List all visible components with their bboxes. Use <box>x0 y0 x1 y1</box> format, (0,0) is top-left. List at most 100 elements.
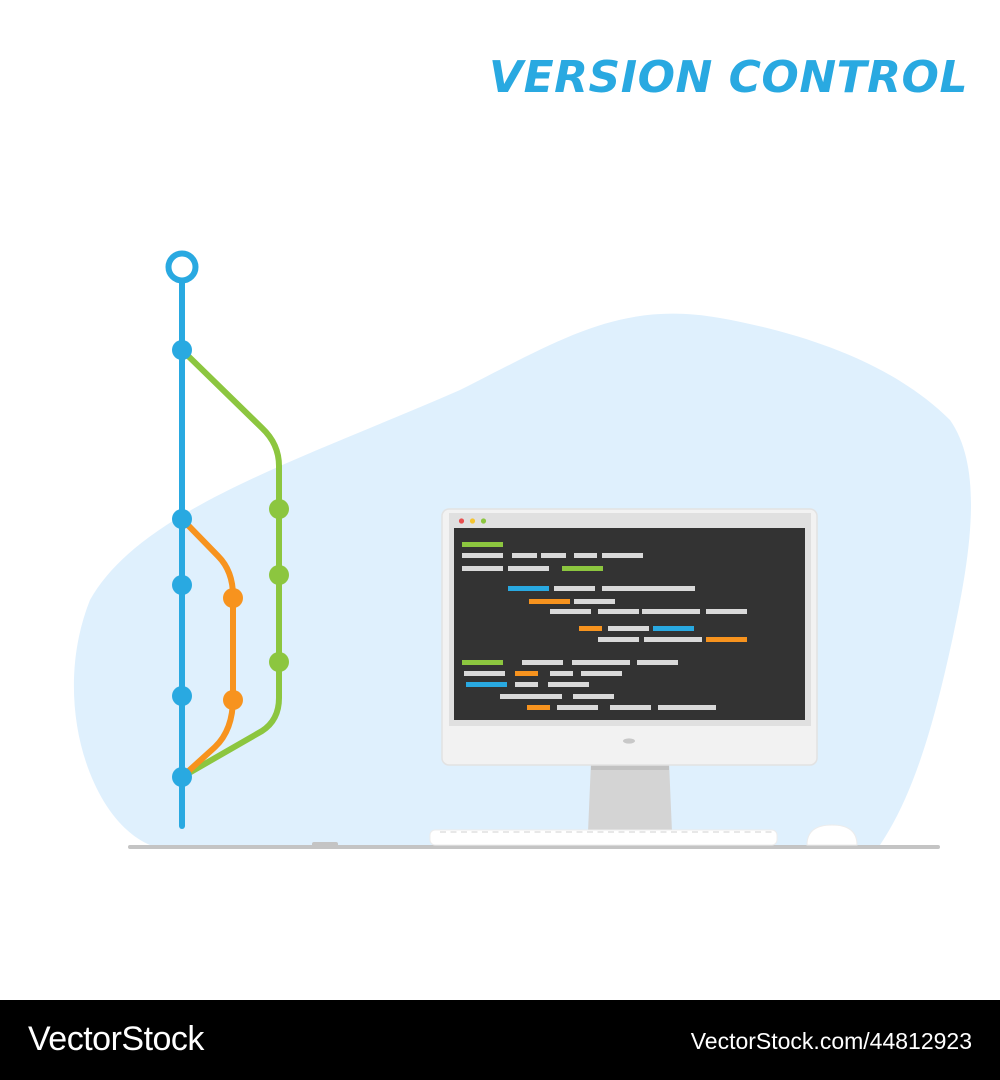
code-line <box>706 609 747 614</box>
branch-diagram <box>165 250 289 829</box>
keyboard-key <box>650 831 656 833</box>
code-line <box>554 586 595 591</box>
code-line <box>462 566 503 571</box>
keyboard-key <box>440 831 446 833</box>
code-line <box>706 637 747 642</box>
code-line <box>557 705 598 710</box>
keyboard-key <box>482 831 488 833</box>
code-line <box>602 553 643 558</box>
mouse <box>806 824 858 846</box>
keyboard-key <box>734 831 740 833</box>
code-line <box>550 671 573 676</box>
merge-commit-node <box>172 767 192 787</box>
code-line <box>529 599 570 604</box>
code-line <box>653 626 694 631</box>
keyboard-key <box>555 831 562 833</box>
keyboard-keys <box>440 831 772 833</box>
keyboard-key <box>681 831 688 833</box>
illustration-svg <box>73 250 971 849</box>
keyboard-key <box>566 831 572 833</box>
code-line <box>610 705 651 710</box>
footer-bar: VectorStock VectorStock.com/44812923 <box>0 1000 1000 1080</box>
code-line <box>522 660 563 665</box>
window-minimize-dot <box>469 518 476 524</box>
orange-branch-line <box>179 516 236 780</box>
main-commit-node <box>172 575 192 595</box>
code-line <box>512 553 537 558</box>
green-commit-node <box>269 565 289 585</box>
keyboard-key <box>576 831 583 833</box>
computer <box>429 508 858 846</box>
code-line <box>500 694 562 699</box>
code-line <box>527 705 550 710</box>
main-commit-node <box>172 340 192 360</box>
keyboard-key <box>671 831 677 833</box>
footer-brand: VectorStock <box>28 1020 204 1058</box>
keyboard-key <box>513 831 520 833</box>
keyboard-key <box>471 831 478 833</box>
code-lines <box>462 542 747 710</box>
desk-line <box>128 845 940 849</box>
keyboard-key <box>492 831 499 833</box>
code-line <box>548 682 589 687</box>
keyboard-key <box>608 831 614 833</box>
code-line <box>572 660 630 665</box>
keyboard-key <box>503 831 509 833</box>
keyboard-key <box>597 831 604 833</box>
code-line <box>562 566 603 571</box>
keyboard-key <box>524 831 530 833</box>
keyboard-key <box>723 831 730 833</box>
page-title: VERSION CONTROL <box>489 52 968 103</box>
keyboard-key <box>744 831 751 833</box>
code-line <box>579 626 602 631</box>
orange-commit-node <box>223 690 243 710</box>
keyboard-key <box>702 831 709 833</box>
window-close-dot <box>458 518 465 524</box>
code-line <box>466 682 507 687</box>
keyboard-key <box>660 831 667 833</box>
code-line <box>573 694 614 699</box>
code-line <box>644 637 702 642</box>
repository-origin-node <box>165 250 199 284</box>
keyboard-key <box>713 831 719 833</box>
code-line <box>608 626 649 631</box>
code-line <box>550 609 591 614</box>
code-line <box>574 599 615 604</box>
code-line <box>508 566 549 571</box>
code-screen <box>454 528 805 720</box>
monitor-stand-shadow <box>591 762 669 770</box>
green-commit-node <box>269 652 289 672</box>
main-commit-node <box>172 509 192 529</box>
keyboard-key <box>534 831 541 833</box>
code-line <box>464 671 505 676</box>
window-maximize-dot <box>480 518 487 524</box>
code-line <box>541 553 566 558</box>
code-line <box>637 660 678 665</box>
keyboard-key <box>587 831 593 833</box>
keyboard-key <box>545 831 551 833</box>
code-line <box>515 682 538 687</box>
monitor-stand <box>588 762 672 832</box>
code-line <box>462 542 503 547</box>
code-line <box>508 586 549 591</box>
code-line <box>602 586 695 591</box>
keyboard-key <box>618 831 625 833</box>
keyboard <box>429 829 778 846</box>
keyboard-key <box>450 831 457 833</box>
keyboard-key <box>765 831 772 833</box>
keyboard-key <box>629 831 635 833</box>
keyboard-key <box>755 831 761 833</box>
code-line <box>642 609 700 614</box>
code-line <box>598 637 639 642</box>
code-line <box>462 553 503 558</box>
footer-image-id: VectorStock.com/44812923 <box>690 1028 972 1054</box>
keyboard-key <box>692 831 698 833</box>
orange-commit-node <box>223 588 243 608</box>
code-line <box>598 609 639 614</box>
green-commit-node <box>269 499 289 519</box>
code-line <box>515 671 538 676</box>
main-commit-node <box>172 686 192 706</box>
keyboard-key <box>461 831 467 833</box>
keyboard-key <box>639 831 646 833</box>
monitor-logo <box>623 738 635 744</box>
